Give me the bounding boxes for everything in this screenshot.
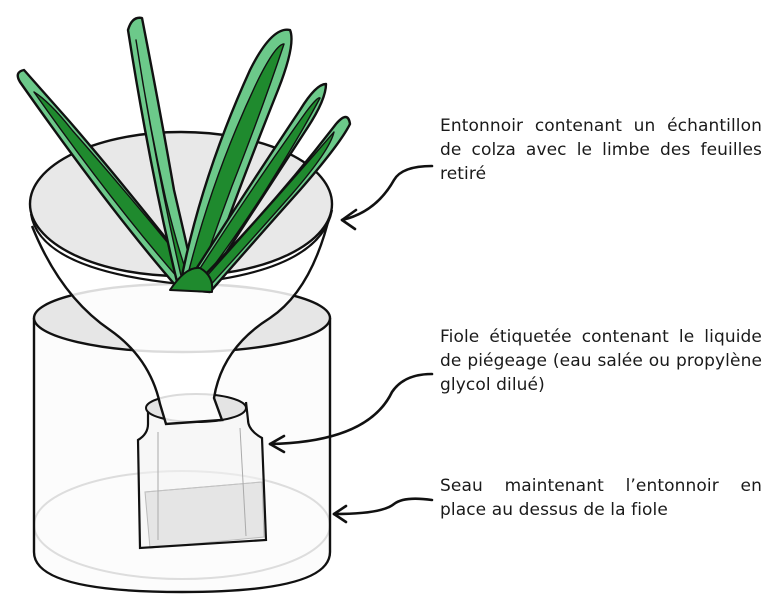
- vial-label: Fiole étiquetée contenant le liquide de …: [440, 325, 762, 397]
- bucket-arrow: [334, 499, 432, 522]
- funnel-arrow: [342, 166, 432, 229]
- funnel-label: Entonnoir contenant un échantillon de co…: [440, 114, 762, 186]
- bucket-label: Seau maintenant l’entonnoir en place au …: [440, 474, 762, 522]
